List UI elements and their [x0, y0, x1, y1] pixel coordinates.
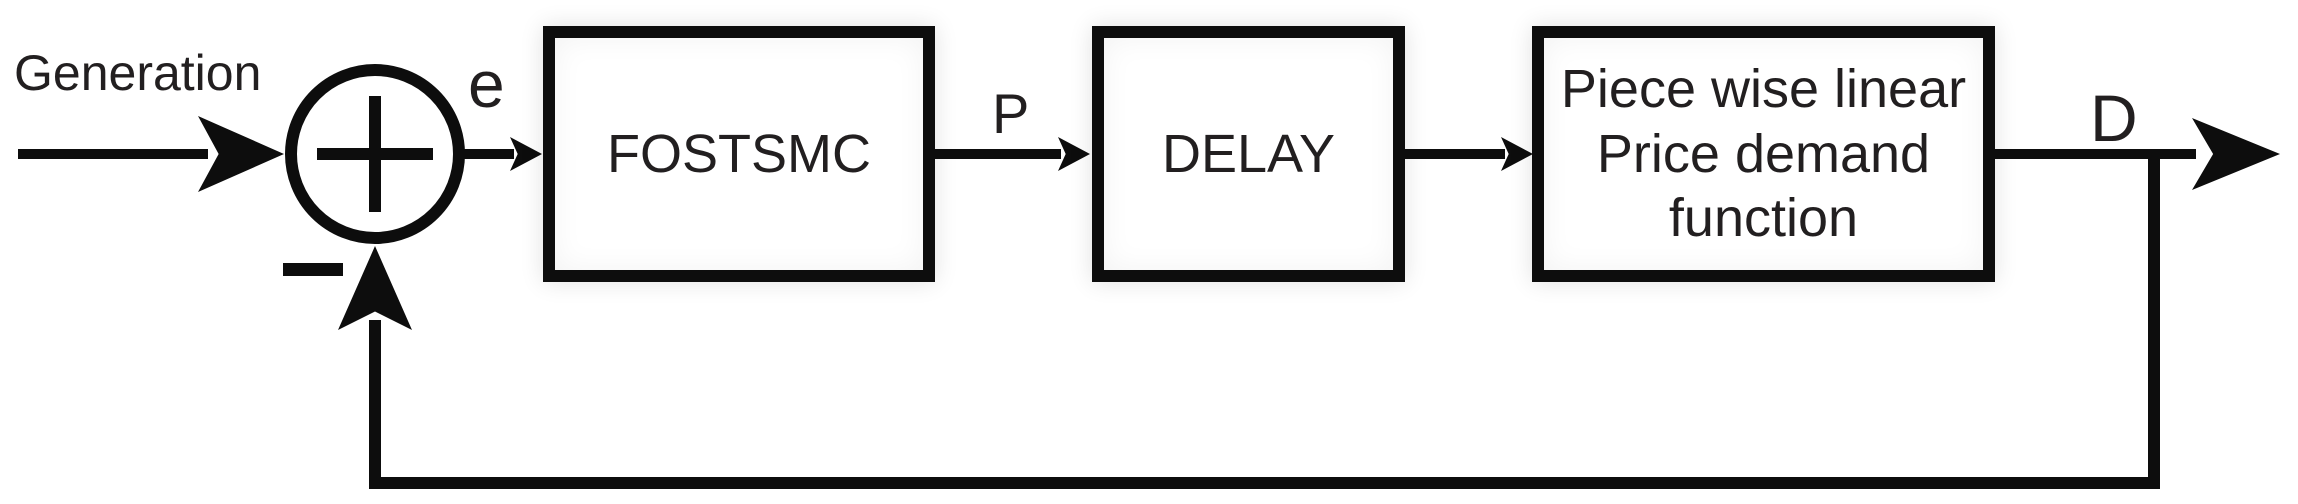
plus-sign-vertical-bar: [369, 96, 381, 212]
p-signal-line: [931, 149, 1061, 159]
input-arrowhead-icon: [198, 116, 284, 192]
p-arrowhead-icon: [1058, 137, 1090, 171]
piecewise-label-line-1: Piece wise linear: [1560, 58, 1967, 119]
error-signal-line: [459, 149, 514, 159]
demand-signal-label: D: [2090, 81, 2138, 155]
fostsmc-block-label: FOSTSMC: [607, 123, 871, 184]
minus-sign-icon: [283, 263, 343, 276]
delay-block: DELAY: [1092, 26, 1405, 282]
piecewise-label-line-2: Price demand: [1596, 123, 1931, 184]
input-signal-label: Generation: [14, 45, 262, 101]
output-line: [1993, 149, 2196, 159]
feedback-line-bottom-horizontal: [369, 477, 2160, 489]
feedback-arrowhead-icon: [338, 246, 412, 330]
feedback-line-right-vertical: [2148, 150, 2160, 489]
piecewise-block-label: Piece wise linear Price demand function: [1561, 57, 1966, 251]
delay-block-label: DELAY: [1161, 123, 1336, 184]
piecewise-label-line-3: function: [1668, 188, 1859, 249]
error-arrowhead-icon: [510, 137, 542, 171]
input-line: [18, 149, 208, 159]
error-signal-label: e: [468, 47, 505, 121]
delay-to-piecewise-line: [1403, 149, 1505, 159]
piecewise-block: Piece wise linear Price demand function: [1532, 26, 1995, 282]
feedback-line-left-vertical: [369, 320, 381, 489]
p-signal-label: P: [992, 82, 1030, 145]
fostsmc-block: FOSTSMC: [543, 26, 935, 282]
delay-to-piecewise-arrowhead-icon: [1501, 137, 1533, 171]
output-arrowhead-icon: [2192, 118, 2280, 190]
